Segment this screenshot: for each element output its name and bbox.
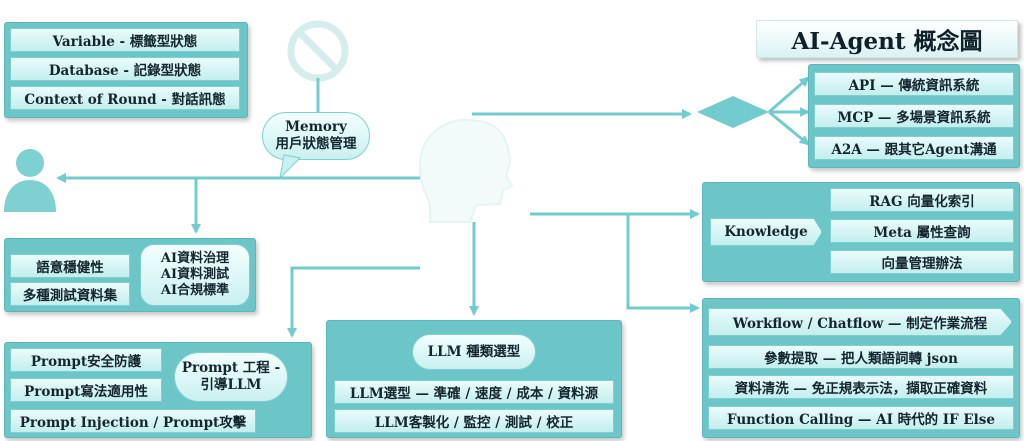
llm-customization: LLM客製化 / 監控 / 測試 / 校正 — [334, 409, 614, 433]
memory-state-context: Context of Round - 對話訊態 — [10, 86, 240, 110]
llm-type-bubble: LLM 種類選型 — [412, 334, 536, 370]
prompt-bubble-subtitle: 引導LLM — [200, 377, 262, 393]
test-datasets: 多種測試資料集 — [10, 282, 130, 306]
memory-bubble-title: Memory — [285, 119, 347, 136]
llm-selection: LLM選型 — 準確 / 速度 / 成本 / 資料源 — [334, 380, 614, 404]
memory-bubble: Memory 用戶狀態管理 — [262, 112, 370, 160]
prompt-injection: Prompt Injection / Prompt攻擊 — [10, 409, 256, 433]
knowledge-label: Knowledge — [710, 218, 822, 246]
tool-api: API — 傳統資訊系統 — [814, 72, 1014, 96]
prompt-engineering-bubble: Prompt 工程 - 引導LLM — [174, 352, 288, 402]
knowledge-vector-mgmt: 向量管理辦法 — [830, 250, 1014, 274]
prompt-security: Prompt安全防護 — [10, 348, 162, 372]
knowledge-meta: Meta 屬性查詢 — [830, 219, 1014, 243]
ai-data-testing: AI資料測試 — [160, 266, 230, 282]
head-silhouette — [418, 118, 514, 223]
tool-a2a: A2A — 跟其它Agent溝通 — [814, 136, 1014, 160]
memory-state-database: Database - 記錄型狀態 — [10, 57, 240, 81]
knowledge-rag: RAG 向量化索引 — [830, 188, 1014, 212]
semantic-robustness: 語意穩健性 — [10, 254, 130, 278]
prompt-writing: Prompt寫法適用性 — [10, 378, 162, 402]
memory-state-variable: Variable - 標籤型狀態 — [10, 28, 240, 52]
decision-diamond — [697, 96, 769, 128]
user-icon — [4, 149, 56, 212]
ai-compliance: AI合規標準 — [160, 283, 230, 299]
memory-bubble-subtitle: 用戶狀態管理 — [275, 136, 357, 152]
workflow-function-calling: Function Calling — AI 時代的 IF Else — [708, 406, 1014, 430]
workflow-chatflow: Workflow / Chatflow — 制定作業流程 — [708, 308, 1012, 336]
tool-mcp: MCP — 多場景資訊系統 — [814, 104, 1014, 128]
ai-data-governance: AI資料治理 — [160, 250, 230, 266]
prohibit-icon — [287, 20, 349, 82]
prompt-bubble-title: Prompt 工程 - — [181, 360, 281, 377]
workflow-param-extract: 參數提取 — 把人類語詞轉 json — [708, 345, 1014, 369]
page-title: AI-Agent 概念圖 — [756, 20, 1018, 58]
data-governance-bubble: AI資料治理 AI資料測試 AI合規標準 — [140, 244, 250, 306]
workflow-data-clean: 資料清洗 — 免正規表示法，擷取正確資料 — [708, 375, 1014, 399]
